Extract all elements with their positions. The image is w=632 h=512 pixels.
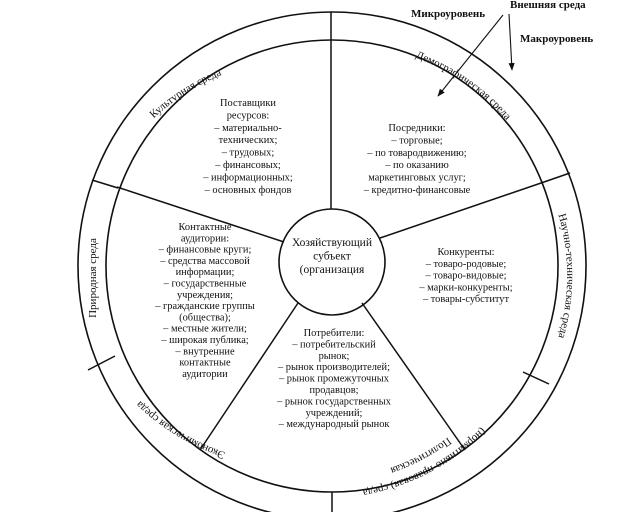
text-line: – внутренние [174, 346, 235, 357]
text-line: – товаро-видовые; [425, 271, 507, 282]
macro-level-label: Макроуровень [520, 33, 593, 45]
text-line: аудитории [182, 369, 228, 380]
text-line: – рынок производителей; [277, 362, 390, 373]
cultural-environment-label: Культурная среда [147, 66, 223, 120]
text-line: – информационных; [202, 172, 293, 183]
competitors-block: Конкуренты:– товаро-родовые;– товаро-вид… [418, 247, 512, 305]
text-line: – международный рынок [278, 419, 391, 430]
center-circle [278, 208, 386, 316]
text-line: – рынок промежуточных [278, 374, 390, 385]
micro-level-label: Микроуровень [411, 8, 485, 20]
divider-right [379, 181, 545, 239]
text-line: – потребительский [291, 339, 376, 350]
text-line: Контактные [178, 222, 231, 233]
text-line: – торговые; [390, 135, 442, 146]
text-line: – средства массовой [159, 256, 250, 267]
text-line: – государственные [163, 279, 247, 290]
text-line: – товары-субститут [422, 294, 510, 305]
text-line: Потребители: [304, 328, 365, 339]
text-line: учреждения; [177, 290, 233, 301]
text-line: субъект [313, 251, 351, 263]
arrow-macro [508, 13, 515, 71]
text-line: учреждений; [306, 408, 363, 419]
text-line: (организация [300, 264, 365, 276]
divider-left [116, 186, 285, 243]
text-line: – финансовые круги; [158, 245, 252, 256]
text-line: маркетинговых услуг; [368, 173, 466, 184]
text-line: информации; [176, 267, 235, 278]
text-line: Конкуренты: [437, 247, 494, 258]
text-line: – товаро-родовые; [425, 259, 507, 270]
ring-divider-right-lower [522, 371, 550, 385]
text-line: – гражданские группы [154, 301, 255, 312]
text-line: – по оказанию [384, 160, 449, 171]
arrow-micro [437, 14, 504, 97]
external-environment-label: Внешняя среда [510, 0, 586, 11]
intermediaries-block: Посредники:– торговые; – по товародвижени… [363, 123, 471, 196]
text-line: – широкая публика; [160, 335, 249, 346]
text-line: Посредники: [388, 123, 445, 134]
text-line: технических; [219, 135, 278, 146]
text-line: продавцов; [309, 385, 358, 396]
text-line: ресурсов: [227, 110, 270, 121]
text-line: – по товародвижению; [366, 148, 467, 159]
text-line: Хозяйствующий [292, 237, 372, 249]
text-line: – рынок государственных [276, 396, 392, 407]
text-line: – трудовых; [221, 148, 275, 159]
text-line: – основных фондов [204, 185, 292, 196]
text-line: контактные [179, 358, 231, 369]
center-entity-label: Хозяйствующий субъект(организация [292, 237, 372, 276]
text-line: – кредитно-финансовые [363, 185, 471, 196]
divider-bottom-left [199, 302, 299, 451]
divider-bottom-right [361, 302, 466, 451]
ring-divider-left-upper [91, 179, 119, 189]
text-line: – марки-конкуренты; [418, 282, 512, 293]
natural-environment-label: Природная среда [87, 238, 99, 318]
ring-divider-right-upper [543, 172, 571, 183]
text-line: рынок; [319, 351, 350, 362]
demographic-environment-label: Демографическая среда [414, 49, 513, 122]
text-line: (общества); [179, 312, 231, 323]
text-line: – финансовых; [214, 160, 281, 171]
ring-divider-left-lower [87, 355, 116, 371]
economic-environment-label: Экономическая среда [134, 399, 227, 462]
outer-circle [77, 11, 587, 512]
text-line: Поставщики [220, 98, 276, 109]
text-line: аудитории: [181, 233, 229, 244]
text-line: – местные жители; [162, 324, 247, 335]
text-line: – материально- [213, 123, 282, 134]
